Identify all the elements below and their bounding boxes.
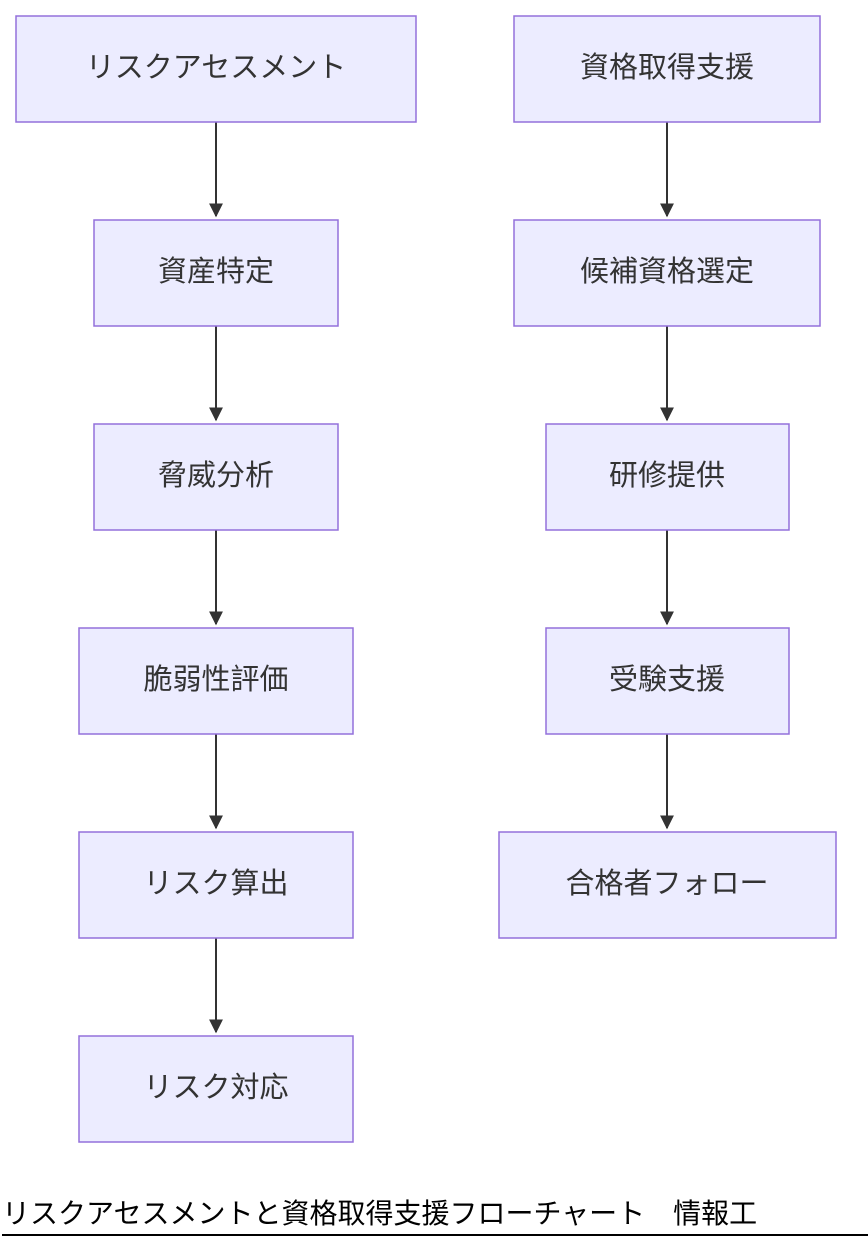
node-exam-support: 受験支援 bbox=[545, 627, 790, 735]
node-label: リスクアセスメント bbox=[86, 50, 346, 84]
node-label: 資格取得支援 bbox=[580, 50, 754, 84]
node-candidate-selection: 候補資格選定 bbox=[513, 219, 821, 327]
node-risk-response: リスク対応 bbox=[78, 1035, 354, 1143]
flowchart: リスクアセスメント 資産特定 脅威分析 脆弱性評価 リスク算出 リスク対応 資格… bbox=[15, 15, 837, 1143]
node-label: 脆弱性評価 bbox=[143, 662, 288, 696]
node-label: 合格者フォロー bbox=[565, 866, 768, 900]
node-asset-identification: 資産特定 bbox=[93, 219, 339, 327]
node-label: 資産特定 bbox=[158, 254, 274, 288]
node-threat-analysis: 脅威分析 bbox=[93, 423, 339, 531]
node-risk-calculation: リスク算出 bbox=[78, 831, 354, 939]
node-label: 脅威分析 bbox=[158, 458, 274, 492]
caption-text: リスクアセスメントと資格取得支援フローチャート 情報工 bbox=[2, 1194, 868, 1236]
node-label: 研修提供 bbox=[609, 458, 725, 492]
node-label: 候補資格選定 bbox=[580, 254, 754, 288]
node-label: リスク算出 bbox=[143, 866, 288, 900]
node-risk-assessment: リスクアセスメント bbox=[15, 15, 417, 123]
caption: リスクアセスメントと資格取得支援フローチャート 情報工 bbox=[2, 1194, 868, 1236]
node-follow-up: 合格者フォロー bbox=[498, 831, 837, 939]
node-label: リスク対応 bbox=[143, 1070, 288, 1104]
node-vulnerability-evaluation: 脆弱性評価 bbox=[78, 627, 354, 735]
node-label: 受験支援 bbox=[609, 662, 725, 696]
node-certification-support: 資格取得支援 bbox=[513, 15, 821, 123]
node-training: 研修提供 bbox=[545, 423, 790, 531]
